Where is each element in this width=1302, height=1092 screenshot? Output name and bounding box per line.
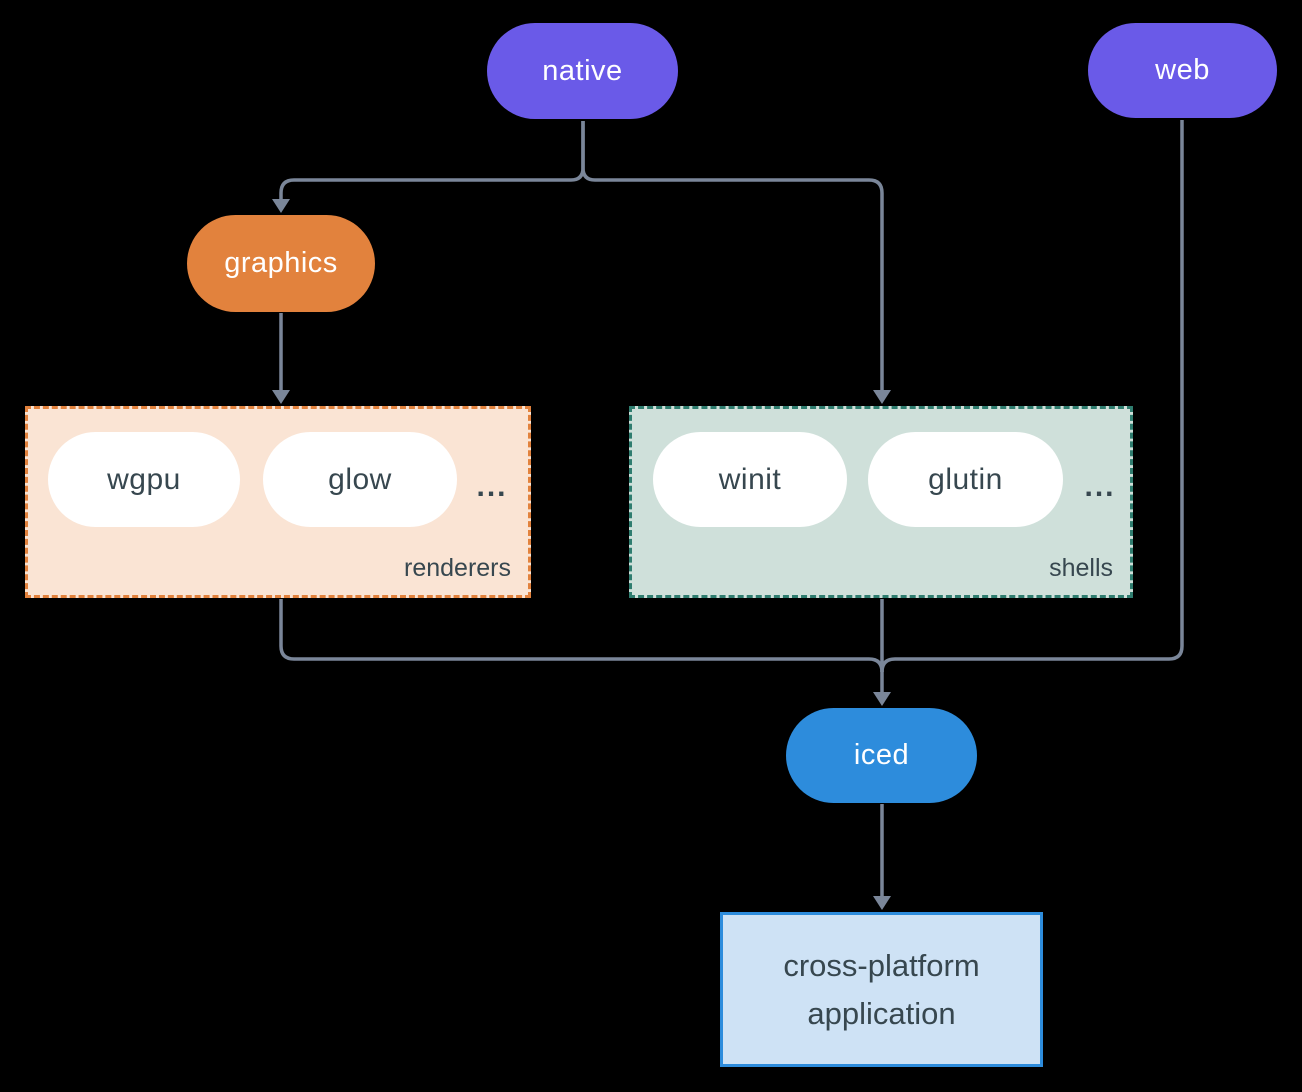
node-graphics: graphics xyxy=(187,215,375,312)
node-wgpu: wgpu xyxy=(48,432,240,527)
node-application: cross-platform application xyxy=(720,912,1043,1067)
node-glow-label: glow xyxy=(328,462,392,496)
node-winit-label: winit xyxy=(718,462,782,496)
shells-ellipsis: ... xyxy=(1084,469,1116,503)
shells-label: shells xyxy=(1049,554,1113,582)
edge-renderers-to-merge xyxy=(279,599,884,673)
arrowhead-graphics xyxy=(272,199,290,213)
arrowhead-shells xyxy=(873,390,891,404)
renderers-ellipsis: ... xyxy=(476,469,508,503)
arrowhead-iced xyxy=(873,692,891,706)
node-winit: winit xyxy=(653,432,847,527)
node-web: web xyxy=(1088,23,1277,118)
node-glutin-label: glutin xyxy=(928,462,1003,496)
renderers-label: renderers xyxy=(404,554,511,582)
node-wgpu-label: wgpu xyxy=(107,462,181,496)
node-application-line1: cross-platform xyxy=(783,948,980,984)
node-glow: glow xyxy=(263,432,457,527)
node-glutin: glutin xyxy=(868,432,1063,527)
node-graphics-label: graphics xyxy=(224,247,338,279)
arrowhead-application xyxy=(873,896,891,910)
edge-native-to-shells xyxy=(581,121,884,390)
node-application-line2: application xyxy=(807,995,956,1031)
edge-native-to-graphics xyxy=(279,121,585,199)
node-iced: iced xyxy=(786,708,977,803)
node-native: native xyxy=(487,23,678,119)
shells-label-anchor: shells xyxy=(629,406,1127,592)
node-web-label: web xyxy=(1155,54,1210,86)
node-native-label: native xyxy=(542,54,623,87)
renderers-label-anchor: renderers xyxy=(25,406,525,592)
arrowhead-renderers xyxy=(272,390,290,404)
node-iced-label: iced xyxy=(853,739,910,771)
